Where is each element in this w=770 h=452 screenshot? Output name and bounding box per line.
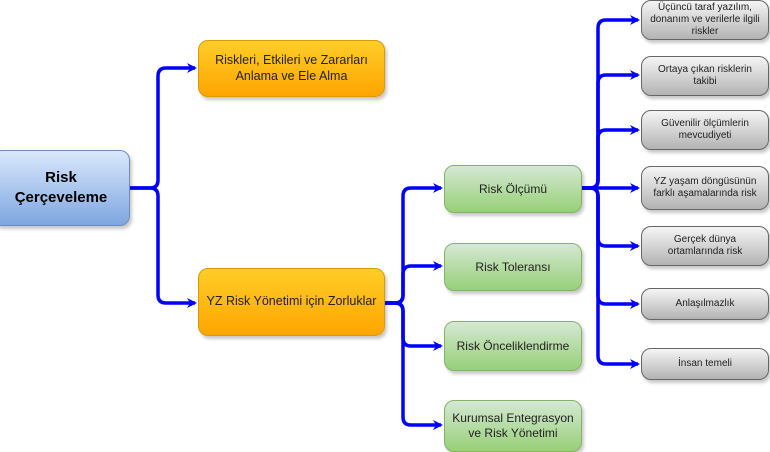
measurement-item-label: İnsan temeli — [678, 358, 732, 369]
branch-label: Riskleri, Etkileri ve Zararları Anlama v… — [215, 52, 368, 83]
measurement-item-inscrutability[interactable]: Anlaşılmazlık — [641, 288, 769, 320]
challenge-label: Risk Ölçümü — [478, 181, 547, 196]
measurement-item-lifecycle-risk[interactable]: YZ yaşam döngüsünün farklı aşamalarında … — [641, 166, 769, 210]
challenge-node-risk-toleransi[interactable]: Risk Toleransı — [444, 243, 582, 291]
measurement-item-label: Güvenilir ölçümlerin mevcudiyeti — [661, 118, 749, 141]
edge-challenges-to-risk-onceliklendirme — [385, 301, 443, 351]
branch-node-challenges[interactable]: YZ Risk Yönetimi için Zorluklar — [198, 268, 385, 336]
edge-challenges-to-risk-toleransi — [385, 261, 443, 305]
measurement-item-label: Üçüncü taraf yazılım, donanım ve veriler… — [650, 2, 760, 37]
edge-olcum-to-item-5 — [582, 186, 640, 251]
challenge-node-risk-olcumu[interactable]: Risk Ölçümü — [444, 165, 582, 213]
edge-olcum-to-item-1 — [582, 15, 640, 190]
edge-olcum-to-item-7 — [582, 186, 640, 369]
challenge-node-kurumsal-entegrasyon[interactable]: Kurumsal Entegrasyon ve Risk Yönetimi — [444, 400, 582, 452]
measurement-item-label: Gerçek dünya ortamlarında risk — [667, 234, 743, 257]
challenge-label: Risk Önceliklendirme — [456, 338, 570, 353]
measurement-item-real-world-risk[interactable]: Gerçek dünya ortamlarında risk — [641, 226, 769, 266]
challenge-node-risk-onceliklendirme[interactable]: Risk Önceliklendirme — [444, 321, 582, 371]
root-node[interactable]: Risk Çerçeveleme — [0, 150, 130, 226]
challenge-label: Risk Toleransı — [475, 259, 551, 274]
edge-challenges-to-kurumsal — [385, 301, 443, 430]
root-label: Risk Çerçeveleme — [14, 168, 108, 206]
measurement-item-label: YZ yaşam döngüsünün farklı aşamalarında … — [653, 176, 757, 199]
edge-root-to-branch-1 — [130, 63, 197, 190]
measurement-item-emerging-risks[interactable]: Ortaya çıkan risklerin takibi — [641, 56, 769, 96]
branch-label: YZ Risk Yönetimi için Zorluklar — [206, 294, 377, 309]
measurement-item-human-baseline[interactable]: İnsan temeli — [641, 348, 769, 380]
branch-node-risks[interactable]: Riskleri, Etkileri ve Zararları Anlama v… — [198, 40, 385, 97]
edge-root-to-branch-2 — [130, 186, 197, 308]
measurement-item-label: Ortaya çıkan risklerin takibi — [658, 64, 752, 87]
measurement-item-third-party[interactable]: Üçüncü taraf yazılım, donanım ve veriler… — [641, 0, 769, 40]
edge-challenges-to-risk-olcumu — [385, 183, 443, 305]
measurement-item-reliable-metrics[interactable]: Güvenilir ölçümlerin mevcudiyeti — [641, 110, 769, 150]
edge-olcum-to-item-3 — [582, 125, 640, 190]
measurement-item-label: Anlaşılmazlık — [675, 298, 735, 309]
challenge-label: Kurumsal Entegrasyon ve Risk Yönetimi — [452, 411, 574, 440]
